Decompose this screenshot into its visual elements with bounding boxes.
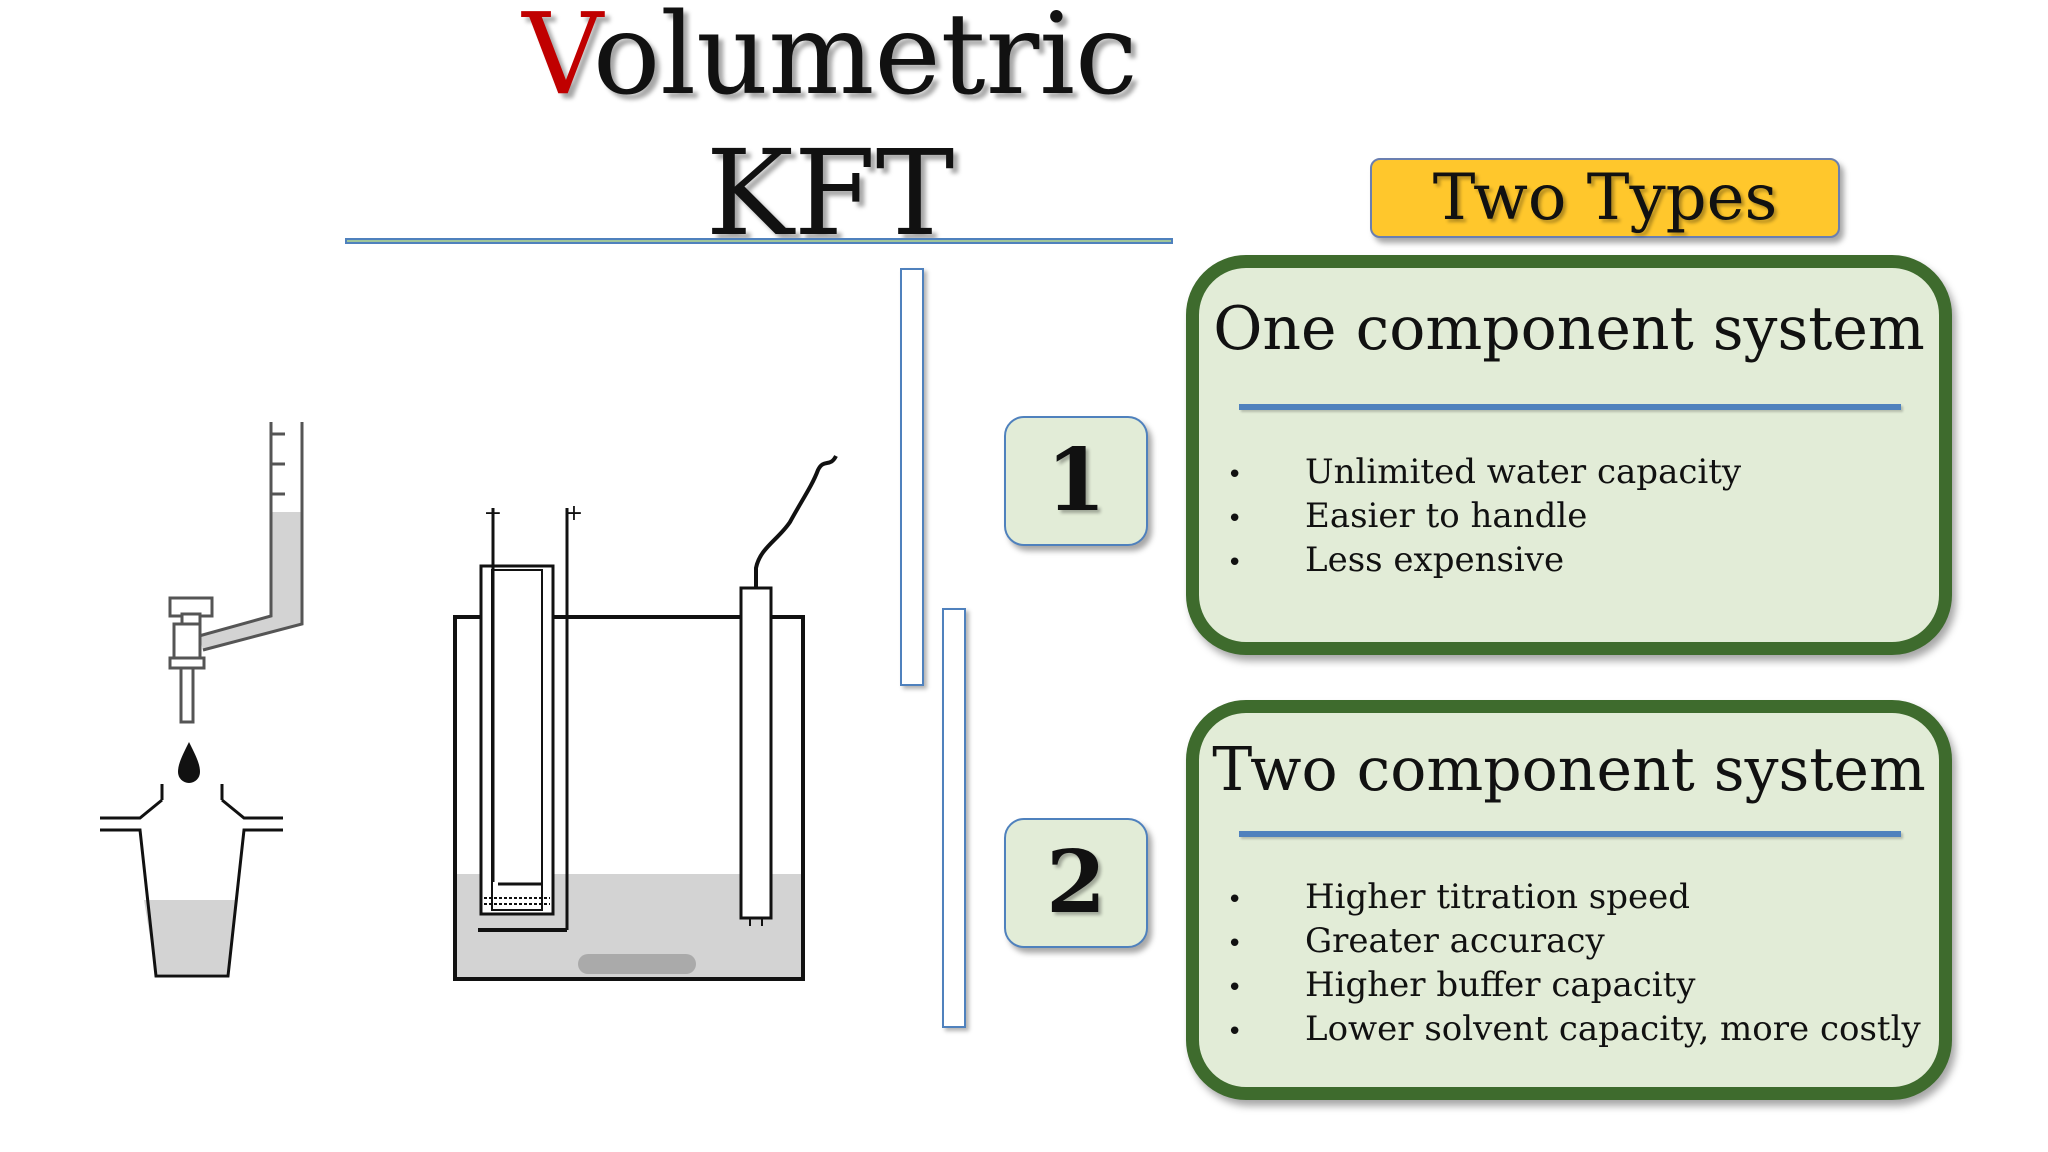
title-first-letter: V <box>522 0 593 120</box>
list-item: •Less expensive <box>1227 540 1741 584</box>
two-component-heading: Two component system <box>1212 735 1926 805</box>
type-number-1: 1 <box>1004 416 1148 546</box>
type-number-2: 2 <box>1004 818 1148 948</box>
two-component-card: Two component system •Higher titration s… <box>1186 700 1952 1100</box>
bullet-icon: • <box>1227 548 1243 578</box>
slide-subtitle: KFT <box>705 124 955 262</box>
divider-bar-upper <box>900 268 924 686</box>
two-component-points: •Higher titration speed •Greater accurac… <box>1227 877 1921 1053</box>
one-component-heading: One component system <box>1213 294 1925 364</box>
beaker-icon <box>100 784 283 978</box>
divider-bar-lower <box>942 608 966 1028</box>
bullet-icon: • <box>1227 460 1243 490</box>
one-component-underline <box>1239 404 1901 410</box>
one-component-points: •Unlimited water capacity •Easier to han… <box>1227 452 1741 584</box>
title-underline <box>345 238 1173 244</box>
bullet-icon: • <box>1227 973 1243 1003</box>
minus-label: − <box>484 501 502 526</box>
drop-icon <box>178 742 200 783</box>
list-item: •Higher buffer capacity <box>1227 965 1921 1009</box>
bullet-icon: • <box>1227 929 1243 959</box>
one-component-card: One component system •Unlimited water ca… <box>1186 255 1952 655</box>
bullet-icon: • <box>1227 1017 1243 1047</box>
list-item: •Unlimited water capacity <box>1227 452 1741 496</box>
bullet-icon: • <box>1227 504 1243 534</box>
two-component-underline <box>1239 831 1901 837</box>
bullet-icon: • <box>1227 885 1243 915</box>
two-types-badge: Two Types <box>1370 158 1840 238</box>
burette-icon <box>168 422 304 724</box>
list-item: •Lower solvent capacity, more costly <box>1227 1009 1921 1053</box>
title-rest: olumetric <box>592 0 1138 120</box>
list-item: •Higher titration speed <box>1227 877 1921 921</box>
slide-title: Volumetric <box>340 0 1320 120</box>
list-item: •Greater accuracy <box>1227 921 1921 965</box>
plus-label: + <box>565 501 583 526</box>
titration-cell-icon: − + <box>453 454 838 981</box>
list-item: •Easier to handle <box>1227 496 1741 540</box>
